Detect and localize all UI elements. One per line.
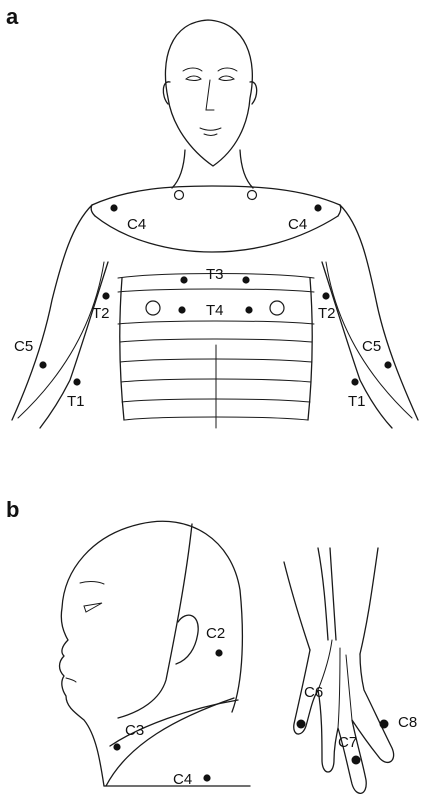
point-c5-left xyxy=(39,361,46,368)
scalp-dermatome-line xyxy=(118,524,192,718)
torso-left-side xyxy=(120,278,124,420)
left-arm-outer xyxy=(12,205,92,420)
finger-line-3 xyxy=(346,655,352,720)
label-c4-neck: C4 xyxy=(173,771,192,788)
profile-mouth xyxy=(66,678,76,682)
label-c6: C6 xyxy=(304,684,323,701)
point-c3 xyxy=(113,743,120,750)
label-t3: T3 xyxy=(206,266,224,283)
point-c8 xyxy=(380,720,389,729)
label-c5-right: C5 xyxy=(362,338,381,355)
forearm-left-edge xyxy=(284,562,310,650)
label-c4-left: C4 xyxy=(127,216,146,233)
point-t2-right xyxy=(322,292,329,299)
panel-letter-a: a xyxy=(6,4,19,29)
point-c7 xyxy=(352,756,361,765)
finger-line-1 xyxy=(318,640,332,690)
label-c7: C7 xyxy=(338,734,357,751)
nipple-right xyxy=(270,301,284,315)
right-eyebrow xyxy=(218,68,237,71)
label-c4-right: C4 xyxy=(288,216,307,233)
label-t4: T4 xyxy=(206,302,224,319)
lower-lip xyxy=(204,134,217,136)
label-c3: C3 xyxy=(125,722,144,739)
point-t1-left xyxy=(73,378,80,385)
forearm-inner-2 xyxy=(330,548,336,640)
collar-band-left-end xyxy=(91,205,95,216)
neck-left xyxy=(172,150,185,188)
point-c6 xyxy=(297,720,306,729)
point-c2 xyxy=(215,649,222,656)
collar-band-upper xyxy=(92,186,340,205)
left-eye xyxy=(186,76,201,81)
hand-outline xyxy=(294,650,394,793)
neck-band-upper xyxy=(106,698,234,786)
clavicle-marker-left xyxy=(175,191,184,200)
torso-band-2 xyxy=(118,289,314,292)
forearm-right-edge xyxy=(360,548,378,654)
nipple-left xyxy=(146,301,160,315)
point-c4-right xyxy=(314,204,321,211)
label-c2: C2 xyxy=(206,625,225,642)
panel-letter-b: b xyxy=(6,497,19,522)
label-c5-left: C5 xyxy=(14,338,33,355)
point-t1-right xyxy=(351,378,358,385)
profile-eye xyxy=(84,603,102,612)
collar-band-right-end xyxy=(338,205,341,216)
head-profile-outline xyxy=(60,521,243,786)
label-t2-left: T2 xyxy=(92,305,110,322)
neck-right xyxy=(240,150,253,188)
torso-band-3 xyxy=(118,321,314,324)
point-t4-left xyxy=(178,306,185,313)
front-torso-drawing xyxy=(12,20,418,428)
right-eye xyxy=(219,76,234,81)
point-t2-left xyxy=(102,292,109,299)
point-t4-right xyxy=(245,306,252,313)
mouth xyxy=(200,128,221,130)
label-t1-left: T1 xyxy=(67,393,85,410)
torso-right-side xyxy=(308,278,312,420)
profile-eyebrow xyxy=(80,581,104,584)
forearm-inner-1 xyxy=(318,548,328,640)
point-t3-left xyxy=(180,276,187,283)
hand-drawing xyxy=(284,548,394,793)
torso-band-4 xyxy=(120,339,312,342)
point-c5-right xyxy=(384,361,391,368)
label-t1-right: T1 xyxy=(348,393,366,410)
head-outline xyxy=(165,20,252,166)
nose xyxy=(206,80,214,110)
point-t3-right xyxy=(242,276,249,283)
point-c4-neck xyxy=(203,774,210,781)
point-c4-left xyxy=(110,204,117,211)
label-c8: C8 xyxy=(398,714,417,731)
left-eyebrow xyxy=(183,68,202,71)
clavicle-marker-right xyxy=(248,191,257,200)
profile-ear xyxy=(176,615,198,664)
right-arm-outer xyxy=(340,205,418,420)
finger-line-2 xyxy=(338,648,340,728)
label-t2-right: T2 xyxy=(318,305,336,322)
